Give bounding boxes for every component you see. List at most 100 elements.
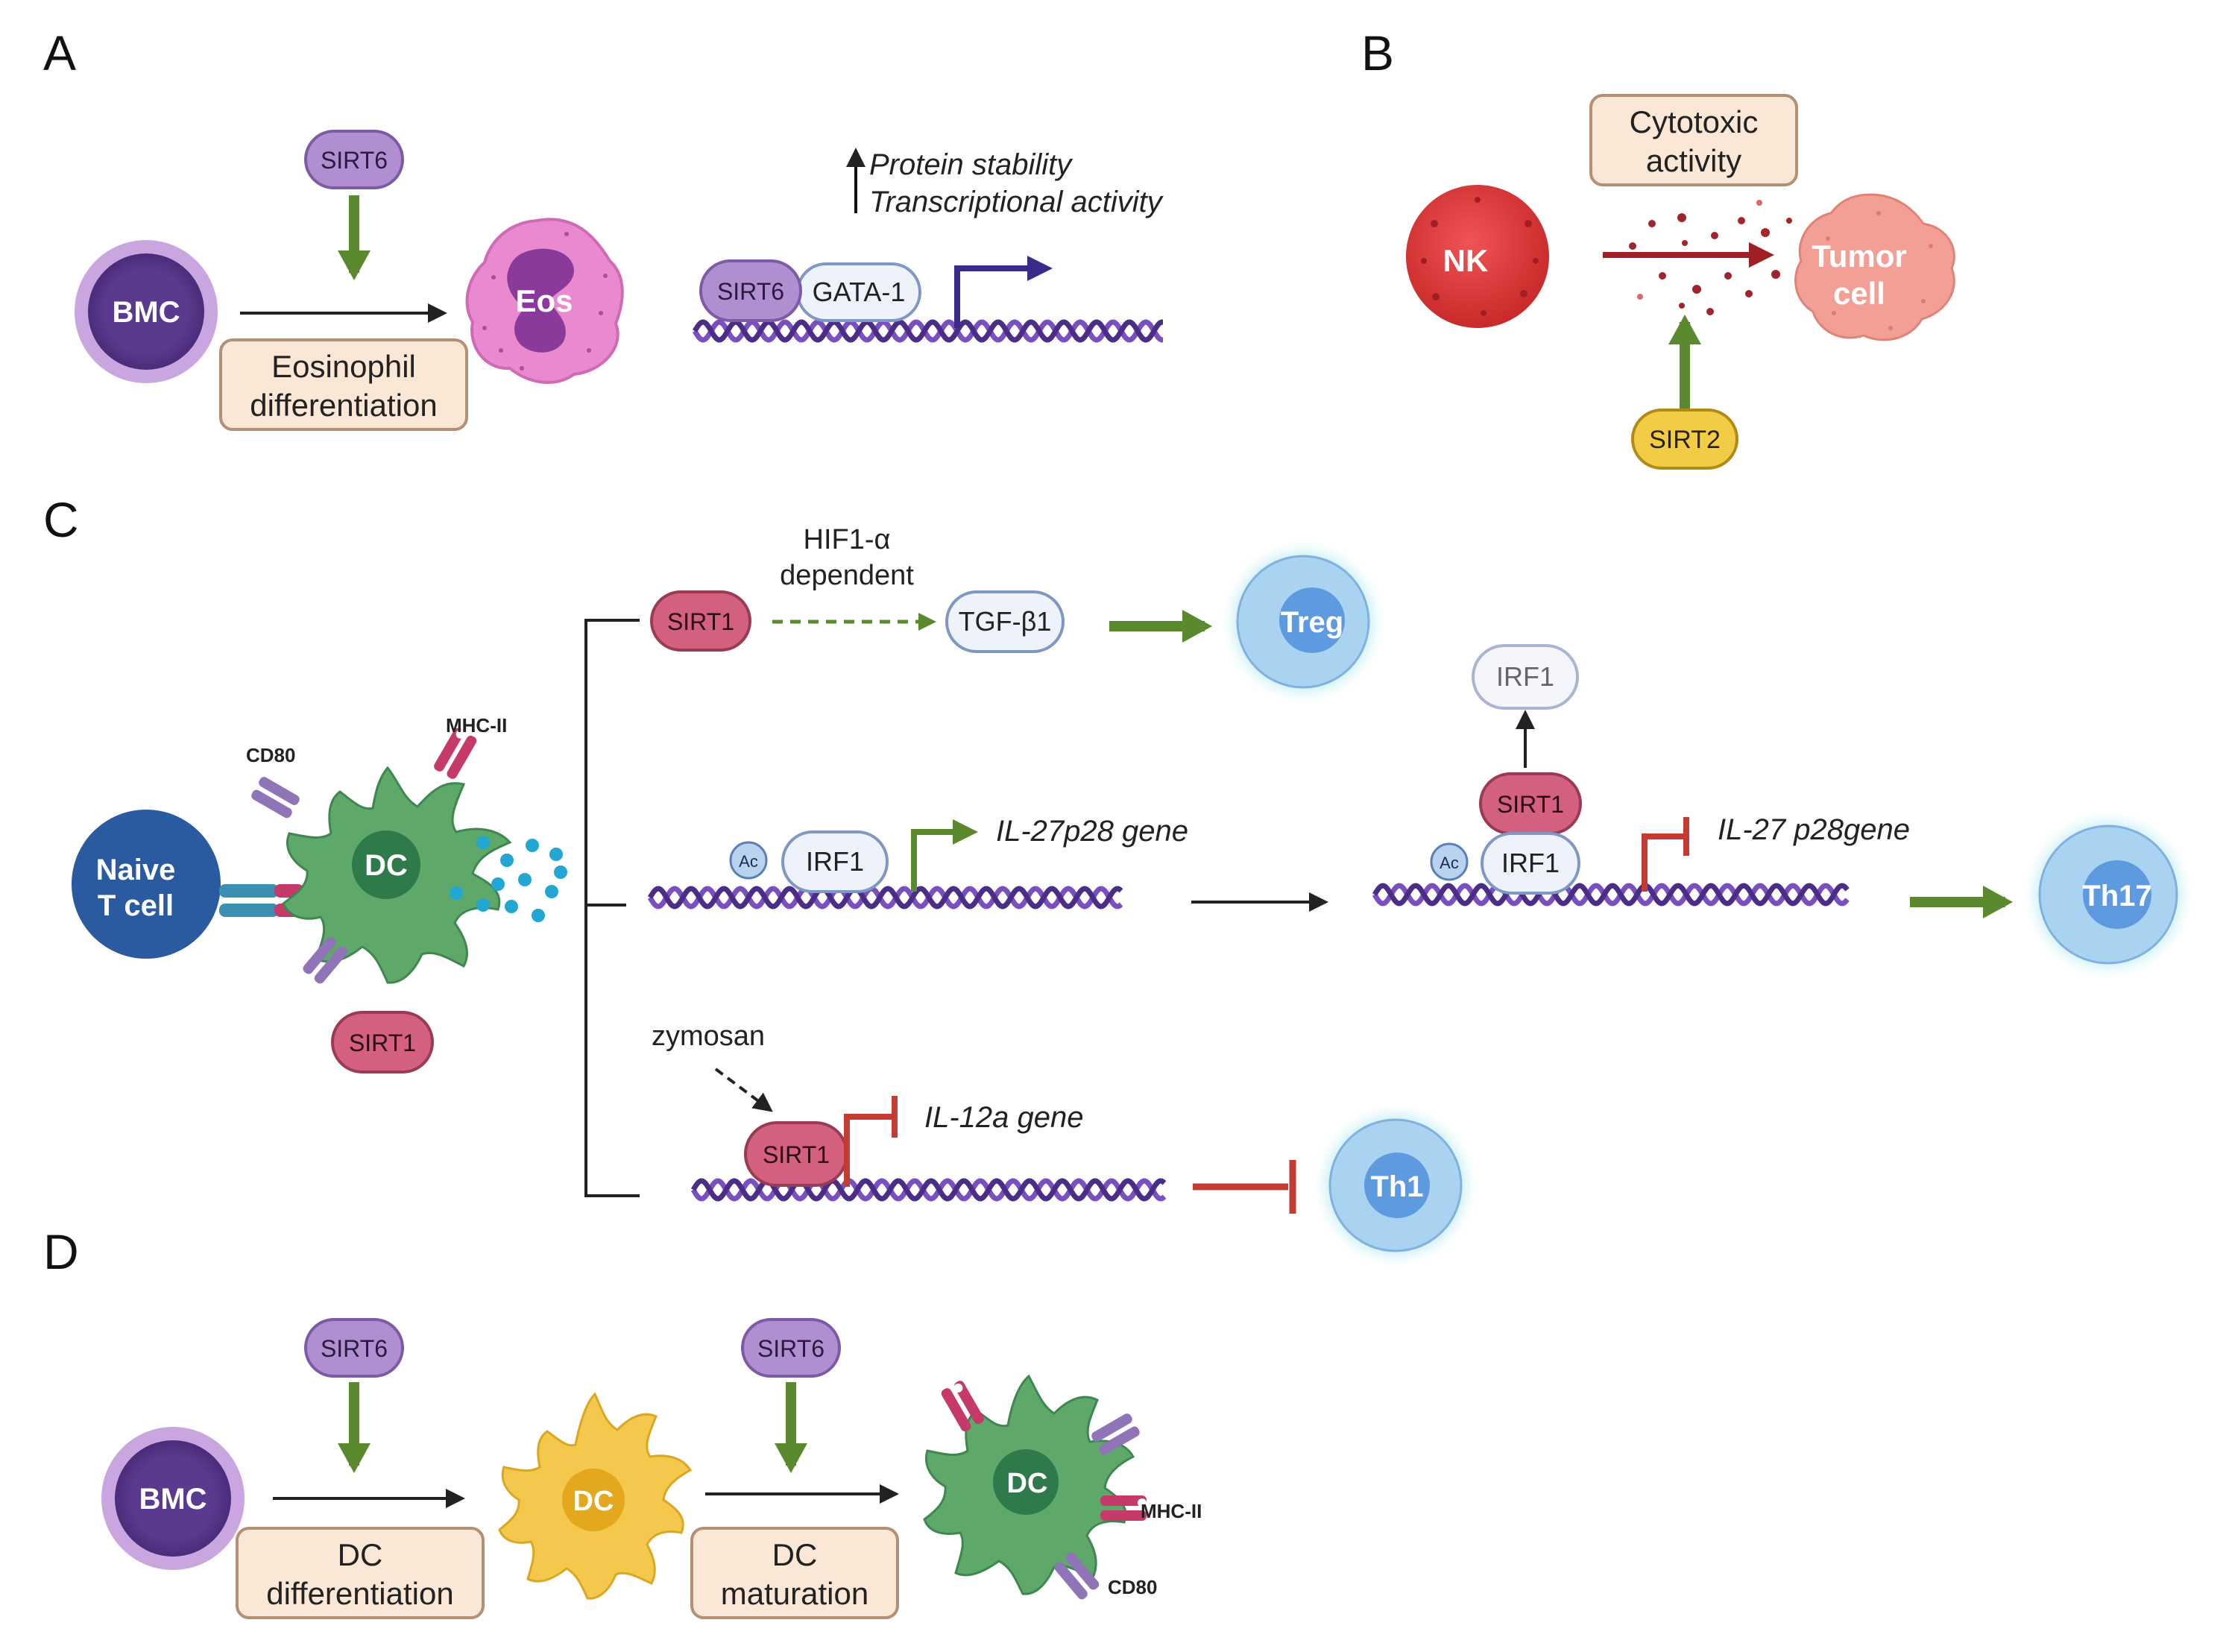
svg-text:IRF1: IRF1	[1496, 661, 1554, 692]
svg-text:Naive: Naive	[96, 854, 176, 886]
promoter-arrow-a	[954, 256, 1053, 328]
svg-text:T cell: T cell	[98, 889, 174, 922]
svg-text:differentiation: differentiation	[266, 1576, 453, 1611]
inhibition-th1	[1193, 1160, 1296, 1214]
svg-text:DC: DC	[573, 1486, 614, 1517]
dna-strand-c-mid-right	[1372, 883, 1850, 907]
svg-text:SIRT2: SIRT2	[1649, 426, 1721, 454]
svg-text:BMC: BMC	[139, 1483, 206, 1516]
mhc-ii-label-c: MHC-II	[446, 714, 507, 737]
cd80-receptor-d-bottom	[1054, 1552, 1100, 1600]
promoter-arrow-il27	[911, 819, 978, 892]
panel-a-letter: A	[43, 25, 76, 81]
irf1-released-pill: IRF1	[1472, 644, 1579, 710]
panel-c-letter: C	[43, 492, 79, 547]
irf1-pill-1: IRF1	[781, 830, 889, 893]
sirt6-pill-a: SIRT6	[304, 130, 404, 189]
cd80-receptor-top	[251, 777, 300, 819]
secreted-cytokines	[450, 836, 567, 922]
sirt6-pill-d2: SIRT6	[741, 1318, 841, 1378]
mhc-ii-receptor-d-right	[1100, 1495, 1147, 1521]
svg-text:maturation: maturation	[721, 1576, 868, 1611]
svg-text:DC: DC	[1007, 1468, 1048, 1499]
svg-text:SIRT6: SIRT6	[757, 1335, 824, 1362]
hif1-note-line2: dependent	[780, 560, 914, 591]
dna-backbone	[1372, 883, 1850, 907]
dna-backbone	[692, 319, 1163, 343]
dc-label-c: DC	[365, 849, 408, 882]
panel-d: D BMC SIRT6 DC differentiation DC SIRT6	[43, 1224, 1202, 1619]
panel-a: A BMC SIRT6 Eosinophil differentiation	[43, 25, 1164, 431]
eosinophil-differentiation-box: Eosinophil differentiation	[219, 338, 468, 431]
gene-il27p28: IL-27p28 gene	[996, 815, 1188, 848]
bmc-label-a: BMC	[112, 296, 180, 329]
tumor-cell: Tumor cell	[1794, 193, 1955, 341]
bmc-cell-d: BMC	[101, 1427, 245, 1570]
sirt6-gata1-complex: GATA-1 SIRT6	[699, 259, 921, 322]
mhc-ii-receptor-d-top	[941, 1381, 984, 1432]
svg-text:SIRT6: SIRT6	[321, 1335, 388, 1362]
svg-text:Tumor: Tumor	[1812, 239, 1907, 274]
irf1-pill-2: IRF1	[1481, 832, 1580, 895]
svg-text:DC: DC	[772, 1537, 818, 1572]
treg-cell: Treg	[1223, 541, 1384, 702]
panel-b: B Cytotoxic activity NK	[1361, 25, 1955, 470]
sirt1-pill-top: SIRT1	[650, 590, 751, 652]
svg-text:DC: DC	[338, 1537, 383, 1572]
inhibition-il12a	[844, 1096, 898, 1187]
svg-text:Ac: Ac	[739, 852, 758, 871]
svg-text:Th17: Th17	[2082, 880, 2151, 912]
mhc-ii-receptor-top	[434, 728, 477, 779]
svg-text:Th1: Th1	[1370, 1170, 1423, 1203]
effect-transcriptional-activity: Transcriptional activity	[869, 186, 1164, 218]
svg-text:Treg: Treg	[1281, 606, 1343, 639]
panel-c: C Naive T cell DC	[43, 492, 2192, 1266]
svg-text:SIRT1: SIRT1	[1497, 791, 1564, 818]
eos-label: Eos	[515, 283, 573, 318]
dc-maturation-box: DC maturation	[690, 1527, 899, 1619]
gene-il12a: IL-12a gene	[924, 1101, 1084, 1134]
sirt1-pill-mid: SIRT1	[1479, 772, 1582, 835]
svg-text:Ac: Ac	[1440, 854, 1459, 872]
svg-text:IRF1: IRF1	[806, 846, 864, 877]
panel-d-letter: D	[43, 1224, 79, 1279]
cd80-label-c: CD80	[246, 744, 295, 766]
cytotoxic-activity-box: Cytotoxic activity	[1589, 94, 1798, 186]
inhibition-il27	[1642, 817, 1689, 892]
sirt1-pill-bottom: SIRT1	[744, 1121, 848, 1187]
svg-text:Eosinophil: Eosinophil	[271, 349, 416, 384]
svg-text:SIRT6: SIRT6	[321, 147, 388, 174]
naive-t-cell: Naive T cell	[72, 810, 221, 959]
th1-cell: Th1	[1315, 1105, 1476, 1266]
sirt6-pill-d1: SIRT6	[304, 1318, 404, 1378]
mhc-ii-label-d: MHC-II	[1141, 1500, 1202, 1522]
svg-text:SIRT6: SIRT6	[717, 278, 784, 305]
svg-text:Cytotoxic: Cytotoxic	[1630, 104, 1759, 139]
dna-backbone	[692, 319, 1163, 343]
effect-protein-stability: Protein stability	[869, 148, 1073, 181]
dendritic-cell-c: DC	[282, 766, 512, 984]
svg-text:GATA-1: GATA-1	[813, 277, 906, 307]
branch-bracket	[584, 619, 640, 1197]
gene-il27p28-inhibited: IL-27 p28gene	[1718, 813, 1910, 846]
cd80-receptor-d-top	[1091, 1413, 1140, 1455]
bmc-cell-a: BMC	[75, 240, 218, 383]
ac-tag-2: Ac	[1430, 842, 1469, 881]
svg-text:cell: cell	[1833, 276, 1885, 311]
dna-backbone	[647, 886, 1123, 909]
svg-text:TGF-β1: TGF-β1	[959, 606, 1052, 637]
svg-text:activity: activity	[1646, 143, 1741, 178]
tgf-beta1-pill: TGF-β1	[945, 590, 1065, 653]
panel-b-letter: B	[1361, 25, 1394, 81]
svg-text:IRF1: IRF1	[1501, 848, 1560, 878]
th17-cell: Th17	[2025, 811, 2192, 978]
dc-differentiation-box: DC differentiation	[236, 1527, 485, 1619]
sirt1-pill-dc: SIRT1	[331, 1011, 434, 1074]
nk-label: NK	[1443, 243, 1489, 278]
dna-strand-a	[692, 319, 1163, 343]
ac-tag-1: Ac	[729, 841, 768, 880]
cd80-receptor-bottom	[303, 936, 348, 984]
cd80-label-d: CD80	[1108, 1576, 1157, 1598]
immature-dc: DC	[498, 1392, 693, 1600]
